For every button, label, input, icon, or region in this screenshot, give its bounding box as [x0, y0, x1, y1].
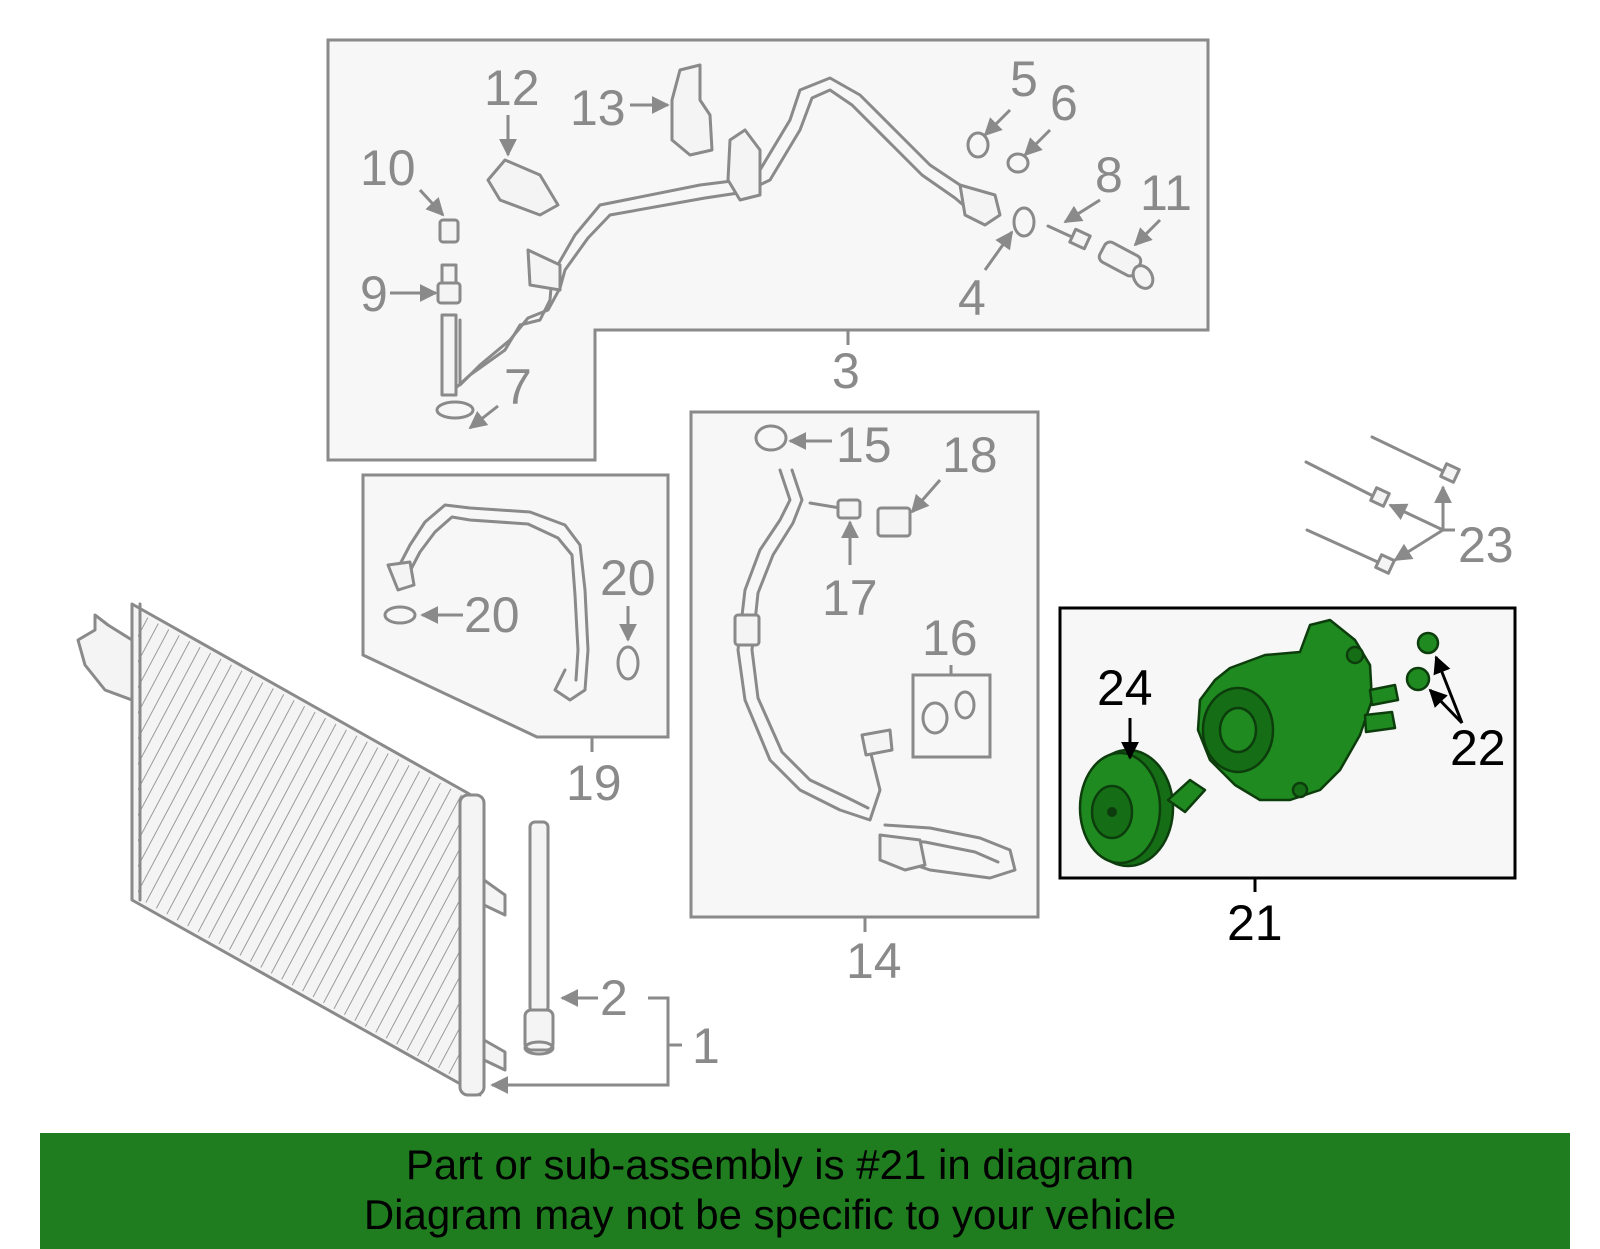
banner-line-1: Part or sub-assembly is #21 in diagram [405, 1141, 1135, 1188]
callout-22: 22 [1450, 720, 1506, 776]
callout-13: 13 [570, 80, 626, 136]
part-18-cap [876, 506, 912, 538]
part-8-bolt [1046, 224, 1092, 251]
part-16-seal-kit [911, 665, 992, 759]
callout-9: 9 [360, 266, 388, 322]
info-banner: Part or sub-assembly is #21 in diagram D… [40, 1133, 1570, 1249]
suction-line-19 [386, 503, 590, 702]
callout-4: 4 [958, 270, 986, 326]
callout-2: 2 [600, 970, 628, 1026]
condenser [76, 602, 507, 1097]
compressor-pulley [1078, 748, 1207, 868]
part-22-nuts [1405, 631, 1440, 692]
callout-10: 10 [360, 140, 416, 196]
group-14-box [689, 410, 1040, 932]
callout-14: 14 [846, 933, 902, 989]
callout-20-left: 20 [464, 587, 520, 643]
part-15-o-ring [754, 424, 788, 452]
part-17-valve [808, 498, 862, 520]
part-10-cap [438, 218, 460, 244]
part-20-o-ring-left [383, 605, 417, 625]
part-12-bracket [486, 158, 560, 217]
callout-16: 16 [922, 610, 978, 666]
callout-18: 18 [942, 427, 998, 483]
callout-3: 3 [832, 343, 860, 399]
callout-20-right: 20 [600, 550, 656, 606]
part-23-bolts [1304, 435, 1461, 575]
part-4-o-ring [1012, 206, 1036, 238]
part-6-o-ring [1006, 152, 1030, 174]
callout-6: 6 [1050, 75, 1078, 131]
banner-line-2: Diagram may not be specific to your vehi… [363, 1191, 1177, 1238]
callout-15: 15 [836, 417, 892, 473]
callout-11: 11 [1140, 165, 1192, 221]
callout-8: 8 [1095, 147, 1123, 203]
liquid-line-14 [733, 468, 1017, 880]
part-20-o-ring-right [616, 645, 640, 681]
callout-17: 17 [822, 570, 878, 626]
part-13-bracket [670, 63, 714, 157]
callout-23: 23 [1458, 517, 1514, 573]
group-19-box [361, 473, 670, 752]
callout-12: 12 [484, 60, 540, 116]
callout-19: 19 [566, 755, 622, 811]
part-9-valve [436, 263, 462, 305]
callout-5: 5 [1010, 51, 1038, 107]
callout-1: 1 [692, 1018, 720, 1074]
part-11-sensor [1097, 240, 1155, 290]
part-5-o-ring [966, 131, 990, 159]
callout-21: 21 [1227, 895, 1283, 951]
callout-24: 24 [1097, 660, 1153, 716]
callout-7: 7 [504, 359, 532, 415]
discharge-line-assembly [435, 76, 1002, 420]
ac-compressor [1196, 618, 1400, 802]
receiver-drier [523, 820, 555, 1056]
